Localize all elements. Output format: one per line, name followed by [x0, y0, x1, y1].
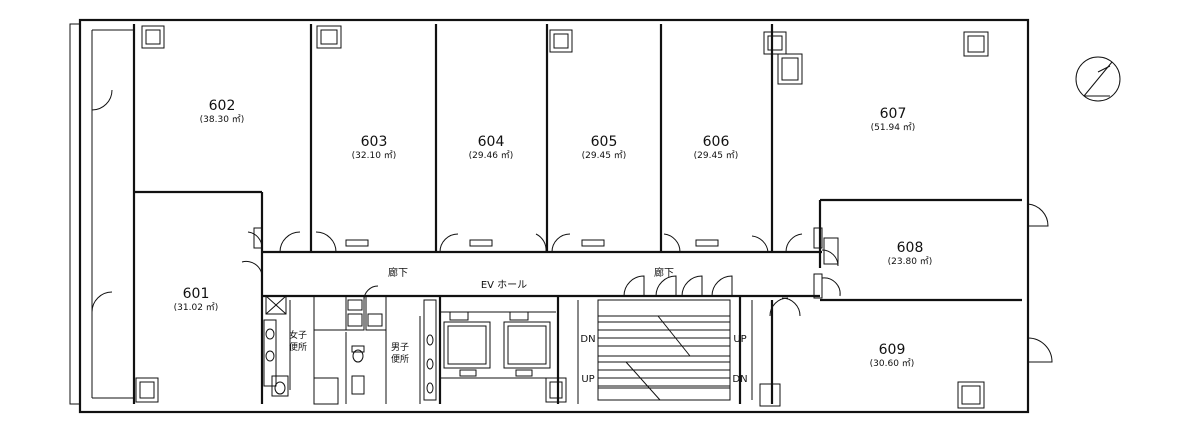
womens-restroom-label: 女子: [289, 329, 307, 341]
room-area: (30.60 ㎡): [870, 358, 915, 369]
corridor-label-right: 廊下: [654, 266, 674, 279]
room-number: 605: [591, 134, 618, 150]
room-number: 604: [478, 134, 505, 150]
room-number: 609: [879, 342, 906, 358]
room-area: (32.10 ㎡): [352, 150, 397, 161]
room-608: 608 (23.80 ㎡): [888, 240, 933, 267]
room-number: 606: [703, 134, 730, 150]
mens-restroom-label: 便所: [391, 353, 409, 365]
staircase: [577, 299, 753, 404]
room-602: 602 (38.30 ㎡): [200, 98, 245, 125]
room-number: 608: [897, 240, 924, 256]
mens-restroom-label: 男子: [391, 342, 409, 353]
outer-walls: [69, 18, 1030, 414]
room-area: (51.94 ㎡): [871, 122, 916, 133]
stair-dn-label: DN: [580, 334, 595, 345]
stair-up-label: UP: [581, 374, 594, 385]
room-area: (29.45 ㎡): [582, 150, 627, 161]
room-601: 601 (31.02 ㎡): [174, 286, 219, 313]
room-area: (29.45 ㎡): [694, 150, 739, 161]
room-number: 602: [209, 98, 236, 114]
restroom-fixtures: [263, 295, 437, 405]
stair-dn-label: DN: [732, 374, 747, 385]
room-area: (23.80 ㎡): [888, 256, 933, 267]
corridor-label-left: 廊下: [388, 266, 408, 279]
room-number: 603: [361, 134, 388, 150]
ev-hall-label: EV ホール: [481, 279, 527, 291]
structural-columns: [135, 25, 989, 409]
room-area: (31.02 ㎡): [174, 302, 219, 313]
room-number: 601: [183, 286, 210, 302]
room-area: (38.30 ㎡): [200, 114, 245, 125]
stair-up-label: UP: [733, 334, 746, 345]
room-603: 603 (32.10 ㎡): [352, 134, 397, 161]
room-area: (29.46 ㎡): [469, 150, 514, 161]
room-605: 605 (29.45 ㎡): [582, 134, 627, 161]
wall-details: [253, 227, 839, 299]
elevators: [440, 311, 556, 379]
womens-restroom-label: 便所: [289, 341, 307, 353]
room-607: 607 (51.94 ㎡): [871, 106, 916, 133]
room-609: 609 (30.60 ㎡): [870, 342, 915, 369]
room-606: 606 (29.45 ㎡): [694, 134, 739, 161]
room-number: 607: [880, 106, 907, 122]
room-604: 604 (29.46 ㎡): [469, 134, 514, 161]
north-arrow-icon: [1075, 56, 1121, 102]
